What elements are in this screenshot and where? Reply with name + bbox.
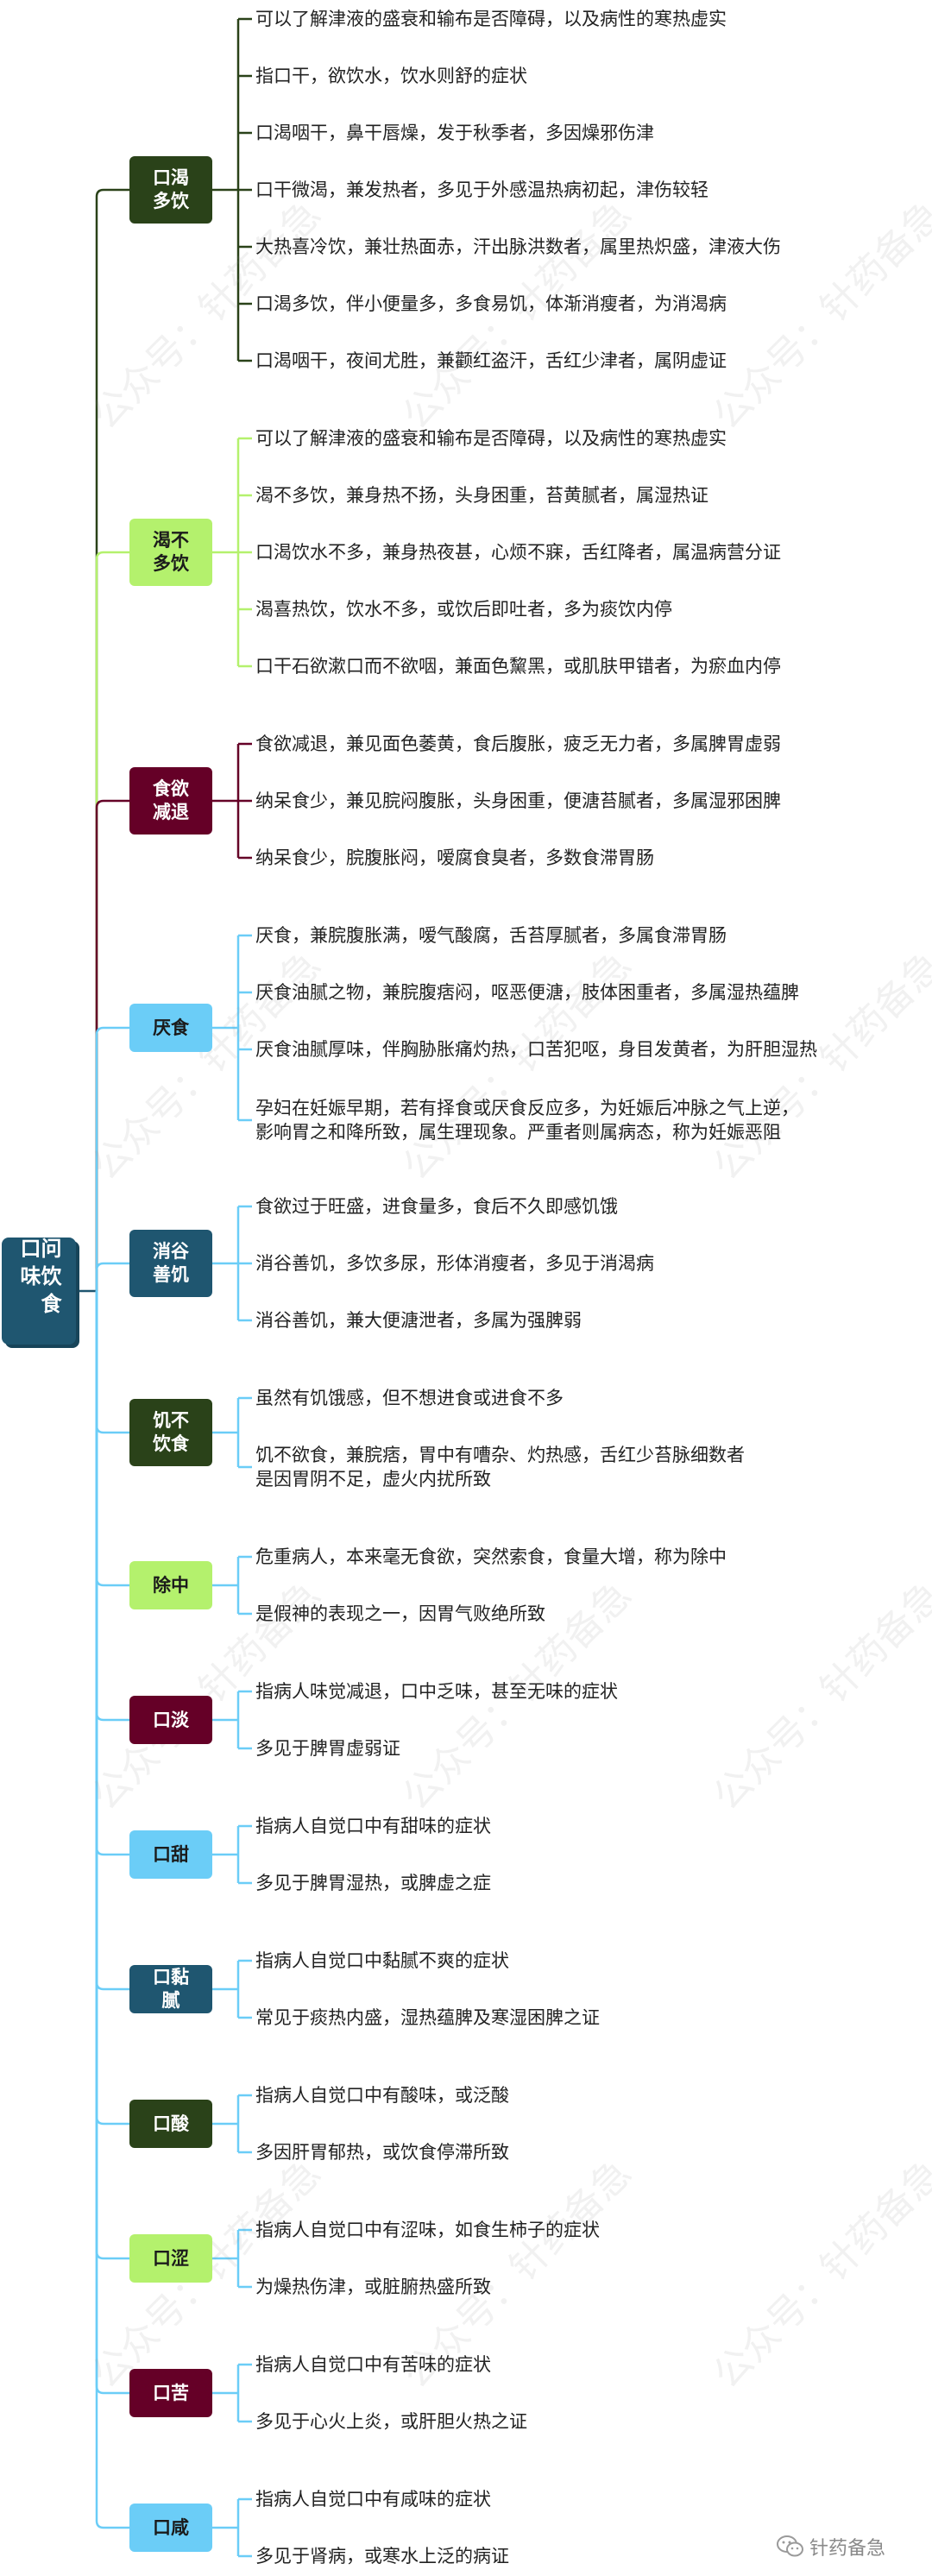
root-label: 问饮食口味 — [16, 1238, 61, 1320]
branch-connector — [95, 1291, 129, 1722]
item-text: 口干石欲漱口而不欲咽，兼面色黧黑，或肌肤甲错者，为瘀血内停 — [255, 656, 781, 677]
branch-connector — [95, 1291, 129, 1434]
branch-connector — [95, 1291, 129, 1991]
branch-connector — [95, 799, 129, 1291]
brand-label: 针药备急 — [809, 2538, 886, 2560]
item-text: 口渴咽干，鼻干唇燥，发于秋季者，多因燥邪伤津 — [255, 123, 654, 143]
item-text: 多见于脾胃湿热，或脾虚之症 — [255, 1873, 491, 1893]
item-text: 为燥热伤津，或脏腑热盛所致 — [255, 2277, 491, 2297]
item-text: 大热喜冷饮，兼壮热面赤，汗出脉洪数者，属里热炽盛，津液大伤 — [255, 236, 781, 257]
item-text: 口渴多饮，伴小便量多，多食易饥，体渐消瘦者，为消渴病 — [255, 293, 727, 314]
item-text: 指病人自觉口中有甜味的症状 — [255, 1816, 491, 1836]
category-node[interactable]: 口酸 — [129, 2100, 212, 2148]
category-node[interactable]: 食欲减退 — [129, 767, 212, 835]
category-label: 厌食 — [153, 1017, 189, 1038]
category-label: 食欲减退 — [153, 778, 189, 822]
item-text: 指病人自觉口中有咸味的症状 — [255, 2489, 491, 2510]
item-text: 可以了解津液的盛衰和输布是否障碍，以及病性的寒热虚实 — [255, 428, 727, 449]
item-text: 纳呆食少，脘腹胀闷，嗳腐食臭者，多数食滞胃肠 — [255, 847, 654, 868]
item-text: 指病人味觉减退，口中乏味，甚至无味的症状 — [255, 1681, 618, 1702]
wechat-icon — [777, 2535, 803, 2557]
category-label: 消谷善饥 — [153, 1241, 189, 1285]
category-label: 饥不饮食 — [153, 1410, 189, 1454]
category-node[interactable]: 消谷善饥 — [129, 1230, 212, 1297]
category-node[interactable]: 口甜 — [129, 1830, 212, 1879]
item-text: 指病人自觉口中有涩味，如食生柿子的症状 — [255, 2220, 600, 2240]
category-label: 口黏腻 — [153, 1967, 189, 2011]
item-text: 影响胃之和降所致，属生理现象。严重者则属病态，称为妊娠恶阻 — [255, 1122, 781, 1143]
item-text: 指口干，欲饮水，饮水则舒的症状 — [255, 66, 527, 86]
category-node[interactable]: 渴不多饮 — [129, 519, 212, 586]
item-text: 指病人自觉口中有苦味的症状 — [255, 2354, 491, 2375]
item-text: 食欲减退，兼见面色萎黄，食后腹胀，疲乏无力者，多属脾胃虚弱 — [255, 734, 781, 754]
item-text: 消谷善饥，兼大便溏泄者，多属为强脾弱 — [255, 1310, 582, 1331]
item-text: 是假神的表现之一，因胃气败绝所致 — [255, 1603, 545, 1624]
category-node[interactable]: 口咸 — [129, 2504, 212, 2552]
item-text: 渴不多饮，兼身热不扬，头身困重，苔黄腻者，属湿热证 — [255, 485, 708, 506]
branch-connector — [95, 1291, 129, 2395]
item-text: 多见于肾病，或寒水上泛的病证 — [255, 2546, 509, 2567]
category-label: 口涩 — [153, 2247, 189, 2269]
item-text: 危重病人，本来毫无食欲，突然索食，食量大增，称为除中 — [255, 1546, 727, 1567]
item-text: 指病人自觉口中黏腻不爽的症状 — [255, 1950, 509, 1971]
branch-connector — [95, 1291, 129, 1587]
item-text: 消谷善饥，多饮多尿，形体消瘦者，多见于消渴病 — [255, 1253, 654, 1274]
category-node[interactable]: 口渴多饮 — [129, 156, 212, 224]
category-label: 口渴多饮 — [153, 167, 189, 211]
category-label: 渴不多饮 — [153, 530, 189, 574]
item-text: 是因胃阴不足，虚火内扰所致 — [255, 1469, 491, 1490]
root-node[interactable]: 问饮食口味 — [2, 1238, 76, 1345]
category-label: 除中 — [153, 1574, 189, 1596]
branch-connector — [95, 551, 129, 1291]
category-label: 口咸 — [153, 2516, 189, 2538]
item-text: 孕妇在妊娠早期，若有择食或厌食反应多，为妊娠后冲脉之气上逆， — [255, 1098, 799, 1118]
item-text: 常见于痰热内盛，湿热蕴脾及寒湿困脾之证 — [255, 2007, 600, 2028]
item-text: 口干微渴，兼发热者，多见于外感温热病初起，津伤较轻 — [255, 180, 708, 200]
item-text: 渴喜热饮，饮水不多，或饮后即吐者，多为痰饮内停 — [255, 599, 672, 620]
item-text: 口渴饮水不多，兼身热夜甚，心烦不寐，舌红降者，属温病营分证 — [255, 542, 781, 563]
branch-connector — [95, 1026, 129, 1291]
item-text: 食欲过于旺盛，进食量多，食后不久即感饥饿 — [255, 1196, 618, 1217]
branch-connector — [95, 188, 129, 1291]
category-node[interactable]: 口涩 — [129, 2234, 212, 2283]
category-node[interactable]: 除中 — [129, 1561, 212, 1609]
category-label: 口甜 — [153, 1843, 189, 1865]
item-text: 指病人自觉口中有酸味，或泛酸 — [255, 2085, 509, 2106]
category-label: 口苦 — [153, 2382, 189, 2403]
category-node[interactable]: 口淡 — [129, 1696, 212, 1744]
item-text: 口渴咽干，夜间尤胜，兼颧红盗汗，舌红少津者，属阴虚证 — [255, 350, 727, 371]
item-text: 饥不欲食，兼脘痞，胃中有嘈杂、灼热感，舌红少苔脉细数者 — [255, 1445, 745, 1465]
item-text: 厌食，兼脘腹胀满，嗳气酸腐，舌苔厚腻者，多属食滞胃肠 — [255, 925, 727, 946]
item-text: 可以了解津液的盛衰和输布是否障碍，以及病性的寒热虚实 — [255, 9, 727, 29]
branch-connector — [95, 1262, 129, 1291]
category-label: 口淡 — [153, 1709, 189, 1730]
item-text: 多见于脾胃虚弱证 — [255, 1738, 400, 1759]
item-text: 多见于心火上炎，或肝胆火热之证 — [255, 2411, 527, 2432]
branch-connector — [95, 1291, 129, 2529]
category-label: 口酸 — [153, 2113, 189, 2134]
category-node[interactable]: 饥不饮食 — [129, 1399, 212, 1466]
item-text: 纳呆食少，兼见脘闷腹胀，头身困重，便溏苔腻者，多属湿邪困脾 — [255, 790, 781, 811]
category-node[interactable]: 口黏腻 — [129, 1965, 212, 2013]
item-text: 多因肝胃郁热，或饮食停滞所致 — [255, 2142, 509, 2163]
brand-mark: 针药备急 — [777, 2533, 885, 2560]
item-text: 厌食油腻之物，兼脘腹痞闷，呕恶便溏，肢体困重者，多属湿热蕴脾 — [255, 982, 799, 1003]
category-node[interactable]: 口苦 — [129, 2369, 212, 2417]
branch-connector — [95, 1291, 129, 2126]
item-text: 厌食油腻厚味，伴胸胁胀痛灼热，口苦犯呕，身目发黄者，为肝胆湿热 — [255, 1039, 817, 1060]
category-node[interactable]: 厌食 — [129, 1004, 212, 1052]
item-text: 虽然有饥饿感，但不想进食或进食不多 — [255, 1388, 564, 1408]
